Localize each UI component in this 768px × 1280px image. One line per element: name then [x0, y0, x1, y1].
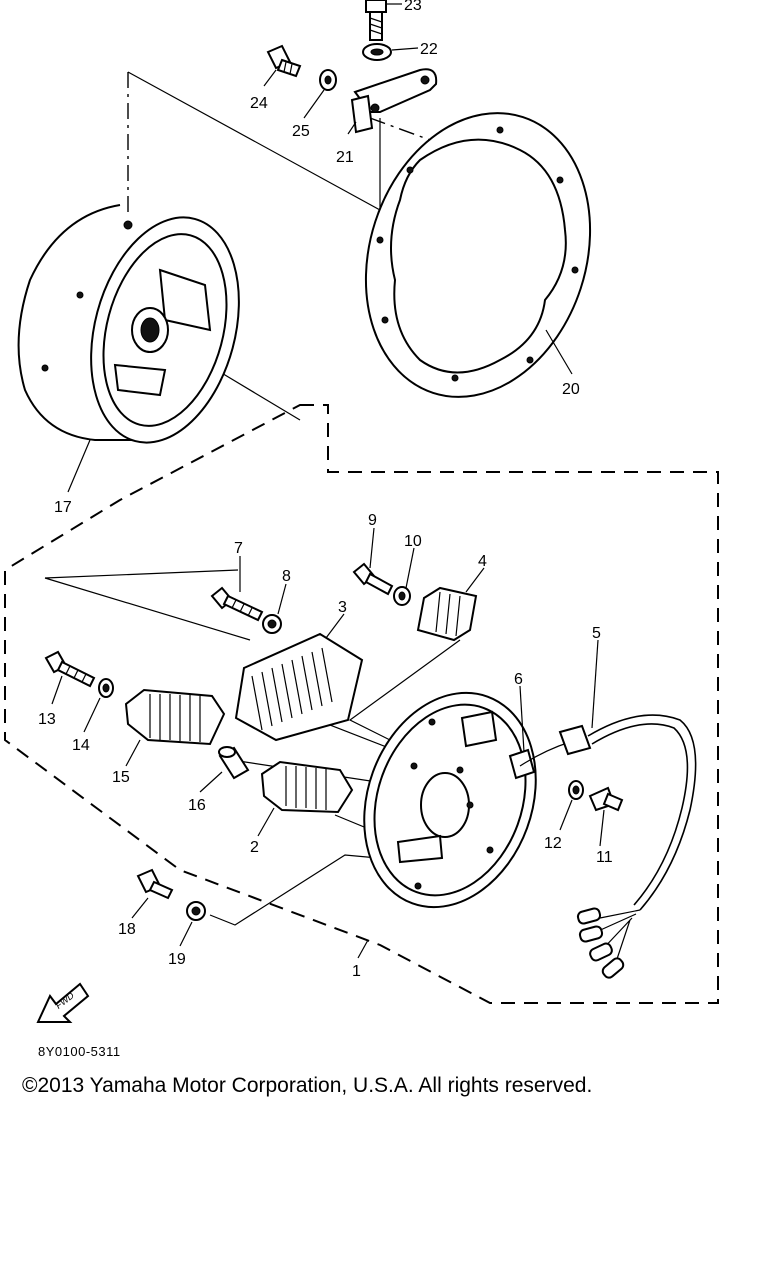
leader-line [44, 569, 239, 579]
part-label-14: 14 [72, 737, 90, 754]
part-label-23: 23 [404, 0, 422, 14]
pickup-coil-icon [416, 586, 478, 642]
leader-line [369, 117, 431, 141]
forward-arrow-icon: FWD [36, 982, 90, 1023]
part-label-10: 10 [404, 533, 422, 550]
part-label-24: 24 [250, 95, 268, 112]
screw-icon [365, 0, 387, 41]
diagram-code: 8Y0100-5311 [38, 1044, 121, 1059]
leader-line [44, 577, 251, 641]
part-label-15: 15 [112, 769, 130, 786]
screw-icon [588, 786, 624, 812]
part-label-7: 7 [234, 540, 243, 557]
assembly-boundary [4, 404, 719, 1004]
part-label-17: 17 [54, 499, 72, 516]
lighting-coil-icon [234, 632, 364, 742]
part-label-22: 22 [420, 41, 438, 58]
bolt-icon [136, 868, 174, 900]
leader-line [209, 854, 401, 926]
bolt-icon [352, 562, 394, 596]
part-label-19: 19 [168, 951, 186, 968]
part-label-20: 20 [562, 381, 580, 398]
part-label-11: 11 [596, 849, 613, 866]
part-label-9: 9 [368, 512, 377, 529]
stator-plate-icon [363, 691, 537, 909]
part-label-13: 13 [38, 711, 56, 728]
source-coil-icon [260, 760, 354, 814]
wire-harness-icon [519, 714, 697, 979]
part-label-12: 12 [544, 835, 562, 852]
part-label-18: 18 [118, 921, 136, 938]
part-label-5: 5 [592, 625, 601, 642]
part-label-16: 16 [188, 797, 206, 814]
bolt-icon [210, 586, 264, 622]
part-label-25: 25 [292, 123, 310, 140]
parts-diagram: FWD 23 22 24 25 21 20 17 7 8 9 10 4 3 5 … [4, 0, 719, 1023]
flywheel-rotor-icon [17, 204, 240, 444]
clamp-icon [508, 748, 536, 780]
bracket-icon [350, 68, 438, 134]
part-label-1: 1 [352, 963, 361, 980]
bolt-icon [266, 44, 302, 78]
part-label-8: 8 [282, 568, 291, 585]
leader-line [127, 71, 381, 212]
charge-coil-icon [124, 688, 226, 746]
part-label-6: 6 [514, 671, 523, 688]
part-label-21: 21 [336, 149, 354, 166]
part-label-4: 4 [478, 553, 487, 570]
bolt-icon [44, 650, 96, 688]
copyright-notice: ©2013 Yamaha Motor Corporation, U.S.A. A… [22, 1074, 593, 1097]
part-label-3: 3 [338, 599, 347, 616]
spacer-icon [218, 746, 250, 780]
gasket-ring-icon [364, 112, 592, 398]
part-label-2: 2 [250, 839, 259, 856]
